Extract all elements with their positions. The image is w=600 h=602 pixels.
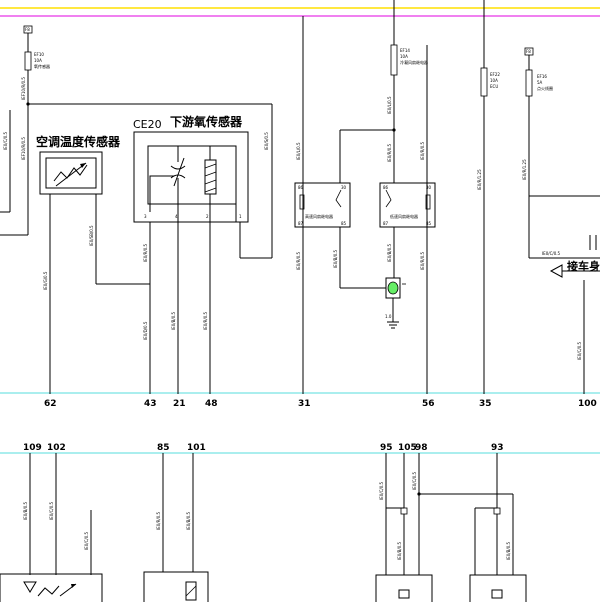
wire-code-w14: IE0/R/0.5 (420, 141, 425, 160)
ecu-pin-35: 35 (479, 399, 492, 409)
wire-code-w15: IE0/B/0.5 (333, 249, 338, 268)
fuse-ef14-id: EF14 (400, 48, 410, 53)
ecu-pin-93: 93 (491, 443, 504, 453)
wire-code-w22: IE0/C/0.5 (577, 341, 582, 360)
relay-high-pin-30: 30 (341, 185, 347, 190)
ecu-pin-43: 43 (144, 399, 157, 409)
sensor-pin-3: 3 (144, 214, 147, 219)
relay-high-pin-86: 86 (298, 185, 304, 190)
fuse-ef16-desc: 点火线圈 (537, 85, 553, 91)
ce20-name: 下游氧传感器 (170, 114, 243, 129)
wire-code-w7: IE0/R/0.5 (143, 243, 148, 262)
ecu-pin-21: 21 (173, 399, 186, 409)
ecu-pin-102: 102 (47, 443, 66, 453)
wire-code-w20: IE0/R/1.25 (522, 159, 527, 180)
fuse-ef10-rating: 10A (34, 58, 42, 63)
ecu-pin-48: 48 (205, 399, 218, 409)
relay-low-pin-85: 85 (426, 221, 432, 226)
wire-code-w18: IE0/R/0.5 (420, 251, 425, 270)
body-connector: 接车身 (549, 259, 600, 278)
wire-code-w8: IE0/D/0.5 (143, 321, 148, 340)
ecu-pin-31: 31 (298, 399, 311, 409)
wire-code-w10: IE0/R/0.5 (203, 311, 208, 330)
wire-code-w28: IE0/C/0.5 (379, 481, 384, 500)
ecu-pin-101: 101 (187, 443, 206, 453)
relay-high-name: 高速风扇继电器 (305, 213, 333, 219)
ecu-pin-95: 95 (380, 443, 393, 453)
fuse-ef16-rating: 5A (537, 80, 543, 85)
wire-code-w23: IE0/B/0.5 (23, 501, 28, 520)
bottom-left-component (0, 573, 103, 602)
relay-low-pin-87: 87 (383, 221, 389, 226)
relay-low-name: 低速风扇继电器 (390, 213, 418, 219)
sensor-pin-4: 4 (175, 214, 178, 219)
fuse-ef14: EF14 10A 冷凝风扇继电器 (390, 44, 428, 76)
wire-code-w29: IE0/C/0.5 (412, 471, 417, 490)
ce20-code: CE20 (133, 118, 162, 131)
ecu-pin-100: 100 (578, 399, 597, 409)
relay-low-pin-30: 30 (426, 185, 432, 190)
fuse-ef16-id: EF16 (537, 74, 547, 79)
ecu-pin-105: 105 (398, 443, 417, 453)
ecu-pin-56: 56 (422, 399, 435, 409)
ac-temp-sensor (39, 151, 103, 195)
oxygen-sensor-ce20: 3 4 2 1 (133, 131, 249, 223)
wire-code-w26: IE0/R/0.5 (156, 511, 161, 530)
bottom-right-component-b (469, 574, 527, 602)
wire-code-w21: IE0/C/0.5 (542, 251, 561, 256)
ecu-pin-85: 85 (157, 443, 170, 453)
wire-code-w19: IE0/R/1.25 (477, 169, 482, 190)
wire-code-w5: IE0/G/0.5 (43, 271, 48, 290)
bottom-right-component-a (375, 574, 433, 602)
fuse-ef16: F8 EF16 5A 点火线圈 (524, 47, 553, 97)
ecu-pins-top: 62 43 21 48 31 56 35 100 (44, 399, 597, 409)
wire-code-w4: IE0/S/0.5 (264, 132, 269, 150)
fuse-ef22-desc: ECU (490, 84, 498, 89)
relay-low-pin-86: 86 (383, 185, 389, 190)
wire-code-w24: IE0/C/0.5 (49, 501, 54, 520)
ecu-pin-62: 62 (44, 399, 57, 409)
fuse-ef10-id: EF10 (34, 52, 44, 57)
fuse-ef14-rating: 10A (400, 54, 408, 59)
wire-code-w12: IE0/R/0.5 (387, 143, 392, 162)
fuse-ef14-desc: 冷凝风扇继电器 (400, 59, 428, 65)
wire-code-w16: IE0/B/0.5 (387, 243, 392, 262)
relay-high-pin-85: 85 (341, 221, 347, 226)
bottom-center-component (143, 571, 209, 602)
ground-wire-label: 1.0 (385, 314, 392, 319)
fuse-ef22: EF22 10A ECU (480, 67, 500, 97)
wire-code-w6: IE0/SB/0.5 (89, 225, 94, 246)
wire-code-w3: IE0/C/0.5 (3, 131, 8, 150)
wire-code-w30: IE0/B/0.5 (397, 541, 402, 560)
wire-code-w2: IEF10/R/0.5 (21, 137, 26, 160)
ecu-pins-bottom: 109 102 85 101 95 105 98 93 (23, 443, 504, 453)
ground-icon (387, 321, 399, 329)
wire-code-w27: IE0/B/0.5 (186, 511, 191, 530)
body-connector-label: 接车身 (567, 259, 600, 273)
fuse-ef10-tag: F8 (25, 27, 30, 32)
relay-high-speed-fan: 86 30 87 85 高速风扇继电器 (294, 182, 351, 228)
sensor-pin-1: 1 (239, 214, 242, 219)
wire-code-w9: IE0/B/0.5 (171, 311, 176, 330)
ecu-pin-98: 98 (415, 443, 428, 453)
wire-code-w31: IE0/B/0.5 (506, 541, 511, 560)
relay-low-speed-fan: 86 30 87 85 低速风扇继电器 (379, 182, 436, 228)
fuse-ef22-rating: 10A (490, 78, 498, 83)
relay-high-pin-87: 87 (298, 221, 304, 226)
wire-code-w11: IE0/L/0.5 (387, 96, 392, 114)
fuse-ef10: F8 EF10 10A 氧传感器 (23, 25, 50, 104)
ecu-pin-109: 109 (23, 443, 42, 453)
ac-temp-sensor-title: 空调温度传感器 (36, 134, 121, 149)
fuse-ef10-desc: 氧传感器 (34, 63, 50, 69)
fuse-ef16-tag: F8 (526, 49, 531, 54)
wire-code-w17: IE0/R/0.5 (296, 251, 301, 270)
wire-code-w13: IE0/L/0.5 (296, 142, 301, 160)
fan-motor (385, 277, 406, 299)
wire-code-w1: IEF10/R/0.5 (21, 77, 26, 100)
wire-code-w25: IE0/C/0.5 (84, 531, 89, 550)
fuse-ef22-id: EF22 (490, 72, 500, 77)
sensor-pin-2: 2 (206, 214, 209, 219)
